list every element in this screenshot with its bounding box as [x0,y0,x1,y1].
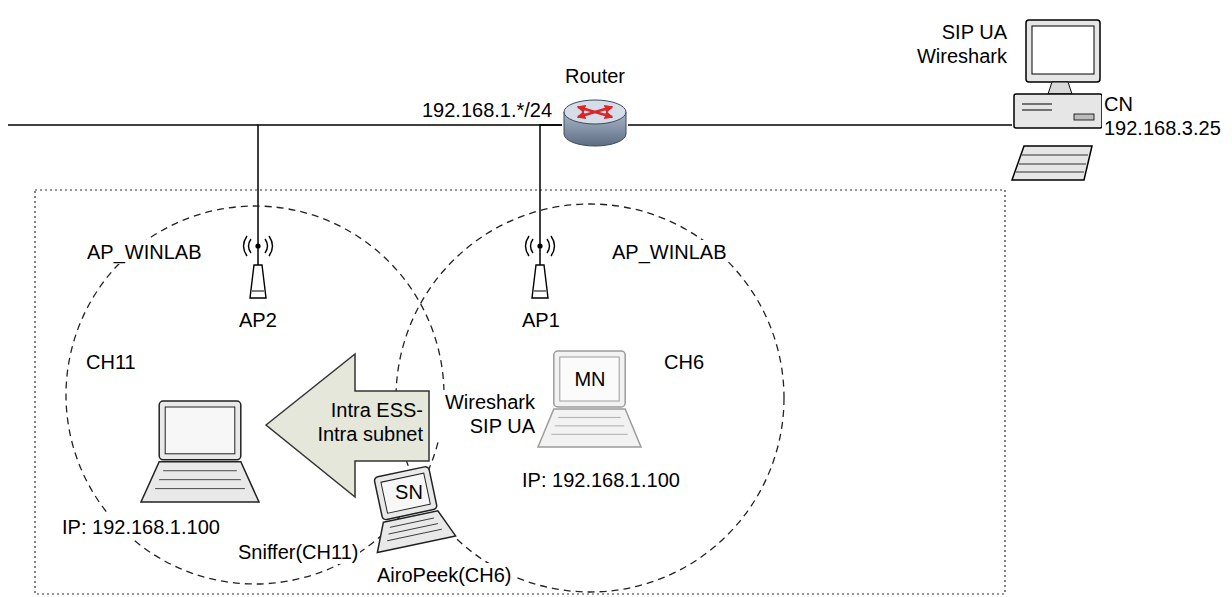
ip-label: IP: 192.168.1.100 [60,515,222,539]
computer-node: SIP UA WiresharkCN 192.168.3.25 [1012,18,1104,186]
laptop-icon-greyed [537,350,642,450]
lan-bus [8,124,258,126]
host-label: CN 192.168.3.25 [1102,92,1228,140]
ssid-label: AP_WINLAB [610,240,728,264]
network-cable [258,125,562,235]
software-label: Wireshark SIP UA [433,390,537,438]
router-label: Router [563,64,627,88]
ess-region [35,190,1005,594]
handoff-label: Intra ESS- Intra subnet [308,398,423,446]
ip-label: IP: 192.168.1.100 [520,468,682,492]
channel-label: CH11 [84,350,138,374]
sniffer-node: SNSniffer(CH11)AiroPeek(CH6) [368,470,450,548]
ssid-label: AP_WINLAB [85,240,203,264]
desktop-computer-icon [1012,18,1104,186]
mobile-node: Wireshark SIP UAMNIP: 192.168.1.100 [537,350,642,450]
subnet-label: 192.168.1.*/24 [420,98,554,122]
node-name: SN [395,480,423,504]
access-point: AP_WINLABAP2 [240,235,276,300]
node-name: MN [574,367,605,391]
laptop-node: IP: 192.168.1.100 [140,400,260,505]
laptop-icon [140,400,260,505]
router-node: Router [562,94,628,150]
software-label: SIP UA Wireshark [905,20,1009,68]
channel-label: CH6 [662,350,706,374]
network-cable [540,125,562,235]
ap-label: AP1 [520,308,562,332]
network-cable [628,124,1012,126]
access-point: AP_WINLABAP1 [522,235,558,300]
sniffer-label: AiroPeek(CH6) [375,563,513,587]
antenna-icon [522,235,558,300]
ap-label: AP2 [237,308,279,332]
router-icon [562,94,628,150]
antenna-icon [240,235,276,300]
sniffer-label: Sniffer(CH11) [236,540,360,564]
